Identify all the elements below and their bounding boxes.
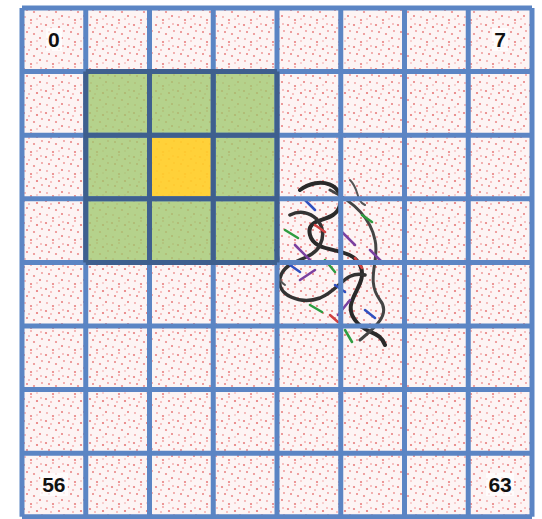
grid-cell <box>277 453 341 517</box>
grid-cell <box>468 453 532 517</box>
grid-cell <box>468 390 532 454</box>
grid-cell <box>213 326 277 390</box>
grid-cell <box>405 135 469 199</box>
grid-cell <box>405 453 469 517</box>
grid-cell <box>277 390 341 454</box>
neighbour-cell <box>150 72 214 136</box>
neighbour-cell <box>213 199 277 263</box>
grid-line <box>22 514 532 519</box>
grid-line <box>22 196 532 201</box>
neighbour-cell <box>86 135 150 199</box>
grid-cell <box>405 8 469 72</box>
grid-cell <box>150 135 214 199</box>
grid-cell <box>22 199 86 263</box>
grid-cell <box>22 72 86 136</box>
cell-index: 56 <box>40 473 67 496</box>
grid-cell <box>405 326 469 390</box>
block-line <box>86 69 277 74</box>
grid-line <box>22 387 532 392</box>
grid-cell <box>341 453 405 517</box>
grid-cell <box>150 199 214 263</box>
block-line <box>86 260 277 265</box>
grid-cell <box>22 262 86 326</box>
grid-cell <box>341 326 405 390</box>
neighbour-cell <box>86 199 150 263</box>
grid-cell <box>405 390 469 454</box>
grid-cell <box>213 262 277 326</box>
grid-cell <box>341 72 405 136</box>
grid-cell <box>341 390 405 454</box>
corner-cell: 0 <box>26 12 82 68</box>
grid-cell <box>22 326 86 390</box>
grid-cell <box>86 135 150 199</box>
grid-cell <box>468 262 532 326</box>
corner-cell: 7 <box>472 12 528 68</box>
grid-cell <box>213 453 277 517</box>
grid-cell <box>405 72 469 136</box>
corner-cell: 56 <box>26 457 82 513</box>
grid-cell <box>468 135 532 199</box>
grid-cell <box>468 72 532 136</box>
grid-cell <box>341 8 405 72</box>
grid-cell <box>86 8 150 72</box>
block-line <box>147 72 152 263</box>
grid-cell <box>213 390 277 454</box>
block-line <box>86 196 277 201</box>
cell-index: 63 <box>486 473 513 496</box>
grid-cell <box>150 262 214 326</box>
grid-cell <box>150 390 214 454</box>
grid-cell <box>150 72 214 136</box>
grid-cell <box>213 8 277 72</box>
grid-cell <box>405 262 469 326</box>
grid-cell <box>277 326 341 390</box>
block-line <box>83 72 88 263</box>
grid-cell <box>150 326 214 390</box>
cell-index: 7 <box>492 28 508 51</box>
grid-cell <box>277 8 341 72</box>
grid-cell <box>468 199 532 263</box>
corner-cell: 63 <box>472 457 528 513</box>
grid-cell <box>150 8 214 72</box>
grid-line <box>22 324 532 329</box>
grid-cell <box>213 199 277 263</box>
grid-cell <box>341 135 405 199</box>
grid-cell <box>86 326 150 390</box>
grid-cell <box>468 8 532 72</box>
block-line <box>86 133 277 138</box>
grid-cell <box>86 390 150 454</box>
neighbour-cell <box>213 72 277 136</box>
grid-cell <box>22 390 86 454</box>
block-line <box>275 72 280 263</box>
grid-cell <box>22 453 86 517</box>
centre-cell <box>150 135 214 199</box>
grid-line <box>22 451 532 456</box>
neighbour-cell <box>150 199 214 263</box>
grid-cell <box>213 72 277 136</box>
grid-cell <box>86 199 150 263</box>
grid-cell <box>213 135 277 199</box>
grid-cell <box>405 199 469 263</box>
neighbour-cell <box>213 135 277 199</box>
grid-line <box>22 133 532 138</box>
grid-line <box>22 69 532 74</box>
grid-cell <box>468 326 532 390</box>
cell-index: 0 <box>46 28 62 51</box>
grid-line <box>22 260 532 265</box>
grid-cell <box>86 262 150 326</box>
neighbour-cell <box>86 72 150 136</box>
grid-cell <box>22 135 86 199</box>
grid-cell <box>150 453 214 517</box>
grid-cell <box>86 453 150 517</box>
grid-cell <box>86 72 150 136</box>
grid-line <box>22 6 532 11</box>
grid-cell <box>277 72 341 136</box>
block-line <box>211 72 216 263</box>
grid-cell <box>22 8 86 72</box>
